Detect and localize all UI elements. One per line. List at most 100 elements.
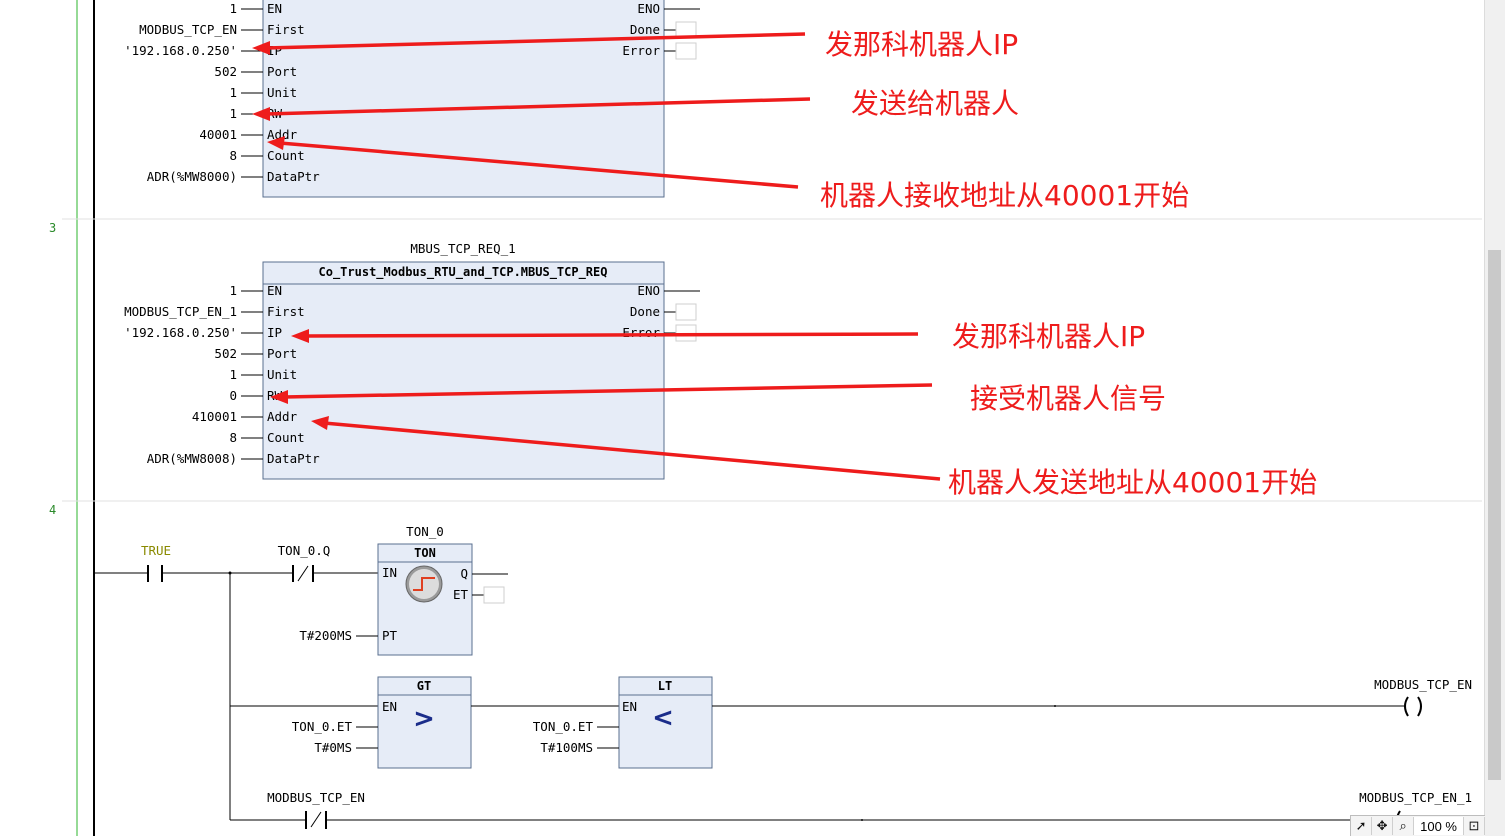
- svg-text:0: 0: [229, 388, 237, 403]
- block1-pin-dataptr: ADR(%MW8000) DataPtr: [147, 169, 320, 184]
- gt-input-2: T#0MS: [314, 740, 352, 755]
- coil-modbus-tcp-en[interactable]: [1404, 696, 1422, 717]
- svg-text:Count: Count: [267, 148, 305, 163]
- annotation-text-3: 机器人接收地址从40001开始: [820, 179, 1189, 212]
- annotation-arrow-5: [270, 383, 933, 404]
- svg-text:IP: IP: [267, 325, 282, 340]
- svg-text:8: 8: [229, 430, 237, 445]
- svg-text:Addr: Addr: [267, 127, 298, 142]
- block-body[interactable]: [262, 261, 665, 480]
- zoom-fit-icon[interactable]: ⊡: [1464, 817, 1485, 835]
- svg-text:EN: EN: [267, 283, 282, 298]
- vertical-scrollbar[interactable]: [1484, 0, 1505, 836]
- contact-true[interactable]: [147, 565, 163, 582]
- block2-type-name: Co_Trust_Modbus_RTU_and_TCP.MBUS_TCP_REQ: [319, 265, 608, 280]
- svg-text:First: First: [267, 22, 305, 37]
- block1-output-done: Done: [630, 21, 697, 39]
- block1-output-error: Error: [622, 42, 697, 60]
- annotation-text-4: 发那科机器人IP: [952, 320, 1145, 353]
- svg-text:Port: Port: [267, 64, 297, 79]
- ton-pin-pt: PT: [382, 628, 398, 643]
- lt-input-2: T#100MS: [540, 740, 593, 755]
- contact-true-label: TRUE: [141, 543, 171, 558]
- gt-compare-block[interactable]: GT >: [377, 676, 472, 769]
- block2-pin-count: 8 Count: [229, 430, 304, 445]
- pointer-tool-icon[interactable]: ➚: [1351, 817, 1373, 835]
- svg-text:1: 1: [229, 106, 237, 121]
- contact-ton-q-negated[interactable]: [292, 565, 314, 582]
- ton-pin-et: ET: [453, 587, 469, 602]
- ton-pin-q: Q: [460, 566, 468, 581]
- block2-pin-en: 1 EN: [229, 283, 282, 298]
- block1-pin-addr: 40001 Addr: [199, 127, 297, 142]
- svg-text:Addr: Addr: [267, 409, 298, 424]
- svg-text:'192.168.0.250': '192.168.0.250': [124, 325, 237, 340]
- network-number-4: 4: [49, 503, 56, 517]
- svg-text:8: 8: [229, 148, 237, 163]
- svg-text:Port: Port: [267, 346, 297, 361]
- lt-compare-block[interactable]: LT <: [618, 676, 713, 769]
- block2-pin-addr: 410001 Addr: [192, 409, 298, 424]
- svg-text:ADR(%MW8008): ADR(%MW8008): [147, 451, 237, 466]
- svg-text:TON: TON: [414, 546, 436, 560]
- svg-text:1: 1: [229, 283, 237, 298]
- svg-text:502: 502: [214, 346, 237, 361]
- annotation-arrow-3: [267, 136, 799, 189]
- svg-text:Error: Error: [622, 43, 660, 58]
- pan-tool-icon[interactable]: ✥: [1372, 817, 1394, 835]
- magnifier-tool-icon[interactable]: ⌕: [1393, 817, 1415, 835]
- svg-text:Unit: Unit: [267, 85, 297, 100]
- lt-input-1: TON_0.ET: [533, 719, 594, 734]
- block2-output-eno: ENO: [637, 283, 700, 298]
- block1-pin-port: 502 Port: [214, 64, 297, 79]
- svg-text:ENO: ENO: [637, 1, 660, 16]
- greater-than-icon: >: [413, 704, 435, 734]
- svg-text:1: 1: [229, 1, 237, 16]
- annotation-text-2: 发送给机器人: [851, 87, 1019, 120]
- svg-text:Count: Count: [267, 430, 305, 445]
- annotation-arrow-2: [252, 97, 811, 121]
- block-body[interactable]: [262, 0, 665, 198]
- block2-output-done: Done: [630, 303, 697, 321]
- svg-text:502: 502: [214, 64, 237, 79]
- svg-text:Unit: Unit: [267, 367, 297, 382]
- contact-en-label: MODBUS_TCP_EN: [267, 790, 365, 805]
- svg-text:Done: Done: [630, 304, 660, 319]
- block2-pin-port: 502 Port: [214, 346, 297, 361]
- svg-text:1: 1: [229, 367, 237, 382]
- annotation-text-1: 发那科机器人IP: [825, 28, 1018, 61]
- modbus-request-block-2[interactable]: Co_Trust_Modbus_RTU_and_TCP.MBUS_TCP_REQ: [262, 261, 665, 480]
- gt-pin-en: EN: [382, 699, 397, 714]
- coil-2-label: MODBUS_TCP_EN_1: [1359, 790, 1472, 805]
- svg-text:Done: Done: [630, 22, 660, 37]
- network-number-3: 3: [49, 221, 56, 235]
- block2-pin-ip: '192.168.0.250' IP: [124, 325, 282, 340]
- block1-pin-unit: 1 Unit: [229, 85, 297, 100]
- gt-input-1: TON_0.ET: [292, 719, 353, 734]
- block1-pin-first: MODBUS_TCP_EN First: [139, 22, 304, 37]
- zoom-level[interactable]: 100 %: [1414, 817, 1464, 835]
- clock-icon: [405, 565, 443, 603]
- contact-ton-q-label: TON_0.Q: [278, 543, 331, 558]
- ton-instance-name: TON_0: [406, 524, 444, 539]
- modbus-request-block-1[interactable]: [262, 0, 665, 198]
- ton-pin-in: IN: [382, 565, 397, 580]
- block2-output-error: Error: [622, 324, 697, 342]
- block1-output-eno: ENO: [637, 1, 700, 16]
- contact-modbus-en-negated[interactable]: [305, 811, 327, 829]
- scrollbar-thumb[interactable]: [1488, 250, 1501, 780]
- annotation-text-5: 接受机器人信号: [970, 382, 1166, 415]
- less-than-icon: <: [652, 703, 674, 733]
- block1-pin-ip: '192.168.0.250' IP: [124, 43, 282, 58]
- block2-pin-unit: 1 Unit: [229, 367, 297, 382]
- block2-pin-dataptr: ADR(%MW8008) DataPtr: [147, 451, 320, 466]
- svg-text:DataPtr: DataPtr: [267, 451, 320, 466]
- annotation-arrow-4: [291, 329, 919, 343]
- svg-text:MODBUS_TCP_EN_1: MODBUS_TCP_EN_1: [124, 304, 237, 319]
- annotation-text-6: 机器人发送地址从40001开始: [948, 466, 1317, 499]
- svg-text:ENO: ENO: [637, 283, 660, 298]
- block2-pin-first: MODBUS_TCP_EN_1 First: [124, 304, 305, 319]
- lt-pin-en: EN: [622, 699, 637, 714]
